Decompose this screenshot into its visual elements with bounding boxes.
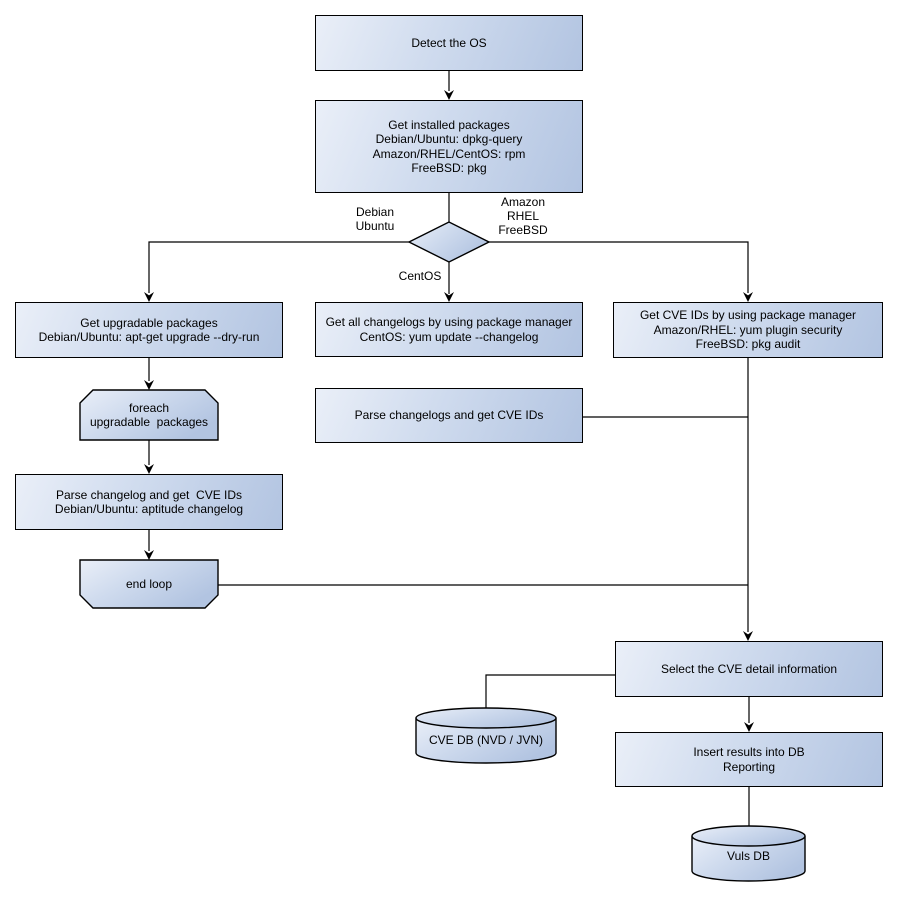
node-get-all-changelogs: Get all changelogs by using package mana… <box>315 302 583 357</box>
foreach-shape <box>79 389 219 441</box>
connector-diamond-to-cveids <box>489 241 749 293</box>
cve-db-cylinder-body <box>415 718 557 764</box>
decision-diamond <box>407 221 491 263</box>
edge-label-centos: CentOS <box>398 269 442 283</box>
vuls-db-cylinder <box>691 825 806 882</box>
arrowhead <box>743 631 753 641</box>
arrowheads <box>144 90 754 732</box>
node-get-upgradable-packages: Get upgradable packages Debian/Ubuntu: a… <box>15 302 283 358</box>
arrowhead <box>144 464 154 474</box>
arrowhead <box>743 292 753 302</box>
vuls-db-cylinder-body <box>691 836 806 882</box>
node-parse-changelog-left: Parse changelog and get CVE IDs Debian/U… <box>15 474 283 530</box>
node-insert-results: Insert results into DB Reporting <box>615 732 883 787</box>
cve-db-cylinder <box>415 707 557 764</box>
edge-label-amazon-rhel-freebsd: Amazon RHEL FreeBSD <box>498 195 548 237</box>
node-get-installed-packages: Get installed packages Debian/Ubuntu: dp… <box>315 100 583 193</box>
arrowhead <box>444 292 454 302</box>
arrowhead <box>444 90 454 100</box>
arrowhead <box>744 722 754 732</box>
arrowhead <box>144 292 154 302</box>
node-select-cve-detail: Select the CVE detail information <box>615 641 883 697</box>
vuls-db-cylinder-top <box>691 825 806 847</box>
connector-cvedb-to-select <box>485 674 615 708</box>
node-get-cve-ids: Get CVE IDs by using package manager Ama… <box>613 302 883 358</box>
arrowhead <box>144 550 154 560</box>
cve-db-cylinder-top <box>415 707 557 729</box>
node-parse-changelogs-mid: Parse changelogs and get CVE IDs <box>315 388 583 443</box>
edge-label-debian-ubuntu: Debian Ubuntu <box>355 205 395 233</box>
connector-diamond-to-upgradable <box>148 241 409 293</box>
end-loop-shape <box>79 559 219 609</box>
node-detect-os: Detect the OS <box>315 15 583 71</box>
arrowhead <box>144 380 154 390</box>
connector-lines <box>148 71 750 826</box>
